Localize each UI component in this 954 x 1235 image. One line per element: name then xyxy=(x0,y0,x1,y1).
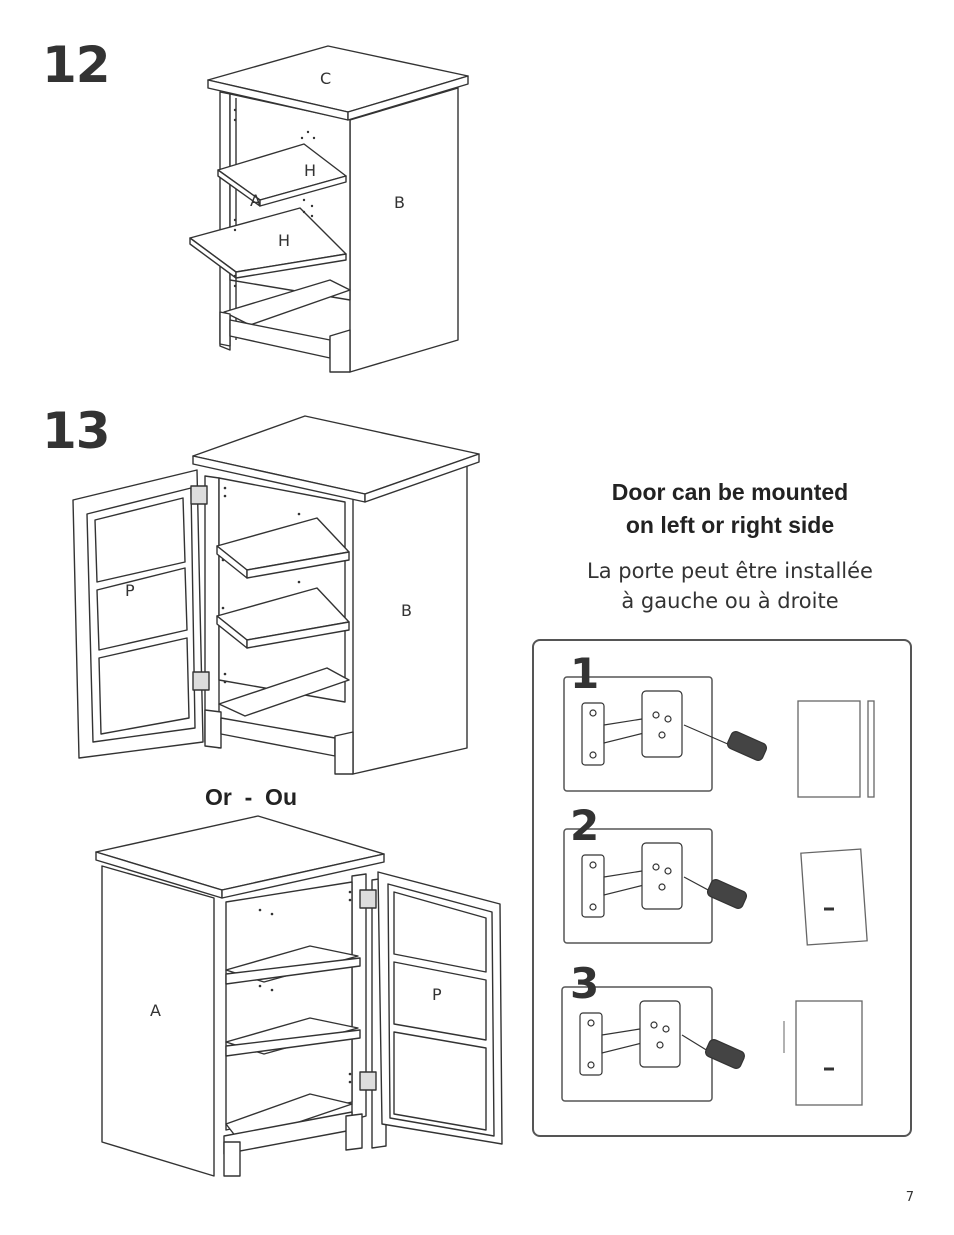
door-panel-icon xyxy=(783,700,875,1106)
door-note-english: Door can be mounted on left or right sid… xyxy=(560,476,900,542)
part-label-p-alt: P xyxy=(432,985,442,1004)
step-12-illustration: C H A B H xyxy=(180,40,480,380)
part-label-b: B xyxy=(394,193,405,212)
sub-step-3: 3 xyxy=(570,959,600,1008)
part-label-b-step13: B xyxy=(401,601,412,620)
alt-assembly-illustration: A P xyxy=(90,812,510,1182)
part-label-c: C xyxy=(320,69,331,88)
page-number: 7 xyxy=(905,1190,914,1205)
door-note-en-line2: on left or right side xyxy=(625,512,835,538)
step-13-number: 13 xyxy=(42,402,111,460)
step-12-number: 12 xyxy=(42,36,111,94)
door-note-fr-line2: à gauche ou à droite xyxy=(621,589,839,613)
part-label-p: P xyxy=(125,581,135,600)
sub-step-2: 2 xyxy=(570,801,600,850)
part-label-a: A xyxy=(250,191,261,210)
screwdriver-icon xyxy=(681,724,768,1069)
sub-step-1: 1 xyxy=(570,649,600,698)
part-label-h-upper: H xyxy=(304,161,316,180)
hinge-icon xyxy=(579,690,683,1076)
part-label-h-lower: H xyxy=(278,231,290,250)
step-13-illustration: P B xyxy=(55,412,485,782)
or-separator: Or - Ou xyxy=(205,784,297,810)
door-note-en-line1: Door can be mounted xyxy=(611,479,849,505)
door-note-french: La porte peut être installée à gauche ou… xyxy=(545,556,915,616)
hinge-adjustment-panel: 1 2 3 xyxy=(532,639,912,1137)
door-note-fr-line1: La porte peut être installée xyxy=(587,559,873,583)
part-label-a-alt: A xyxy=(150,1001,161,1020)
